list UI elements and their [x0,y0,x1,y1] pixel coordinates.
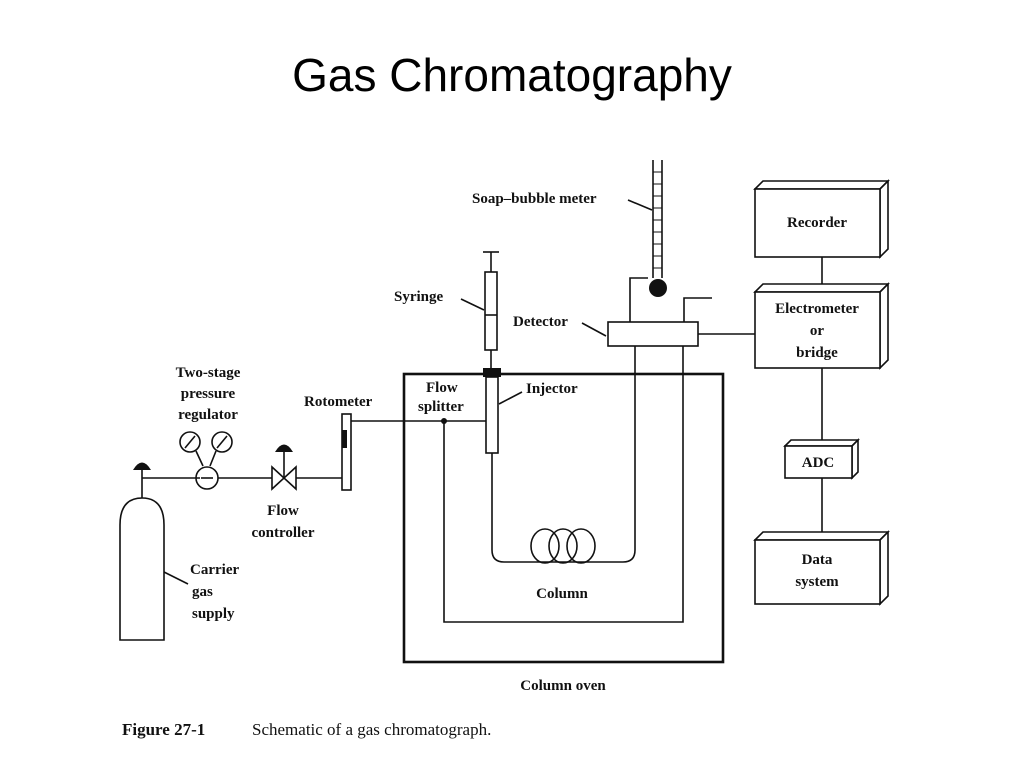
detector [607,297,755,347]
label-carrier: Carrier [190,562,239,578]
label-flow-controller-1: Flow [267,503,299,519]
leader-detector [581,322,607,337]
electrometer-box [753,282,890,370]
data-system-box [753,530,890,606]
label-syringe: Syringe [394,289,444,305]
syringe [483,251,499,368]
label-pressure: pressure [181,386,236,402]
adc-box [783,438,860,480]
column-oven [402,372,725,664]
pressure-regulator [179,431,272,490]
label-recorder: Recorder [787,215,847,231]
gas-cylinder [119,462,200,641]
flow-controller-valve [271,444,342,491]
recorder-box [753,179,890,259]
leader-injector [498,391,523,405]
label-column-oven: Column oven [520,678,606,694]
label-regulator: regulator [178,407,238,423]
label-flow-splitter-1: Flow [426,380,458,396]
page-title: Gas Chromatography [292,49,732,101]
label-electrometer-or: or [810,323,825,339]
label-rotometer: Rotometer [304,394,373,410]
figure-number: Figure 27-1 [122,720,205,739]
leader-syringe [460,298,485,311]
injector [483,368,501,454]
label-electrometer: Electrometer [775,301,859,317]
column-coil [491,346,636,564]
label-two-stage: Two-stage [176,365,241,381]
label-injector: Injector [526,381,578,397]
label-data: Data [802,552,833,568]
label-electrometer-bridge: bridge [796,345,838,361]
label-gas: gas [192,584,213,600]
rotometer [341,413,444,491]
leader-carrier [163,571,189,585]
label-supply: supply [192,606,235,622]
label-detector: Detector [513,314,568,330]
label-adc: ADC [802,455,835,471]
label-system: system [795,574,839,590]
leader-soap-bubble [627,199,653,211]
label-soap-bubble-meter: Soap–bubble meter [472,191,597,207]
label-column: Column [536,586,588,602]
figure-caption: Schematic of a gas chromatograph. [252,720,491,739]
label-flow-splitter-2: splitter [418,399,464,415]
flow-splitter [441,346,684,623]
label-flow-controller-2: controller [251,525,314,541]
soap-bubble-meter [629,160,667,322]
